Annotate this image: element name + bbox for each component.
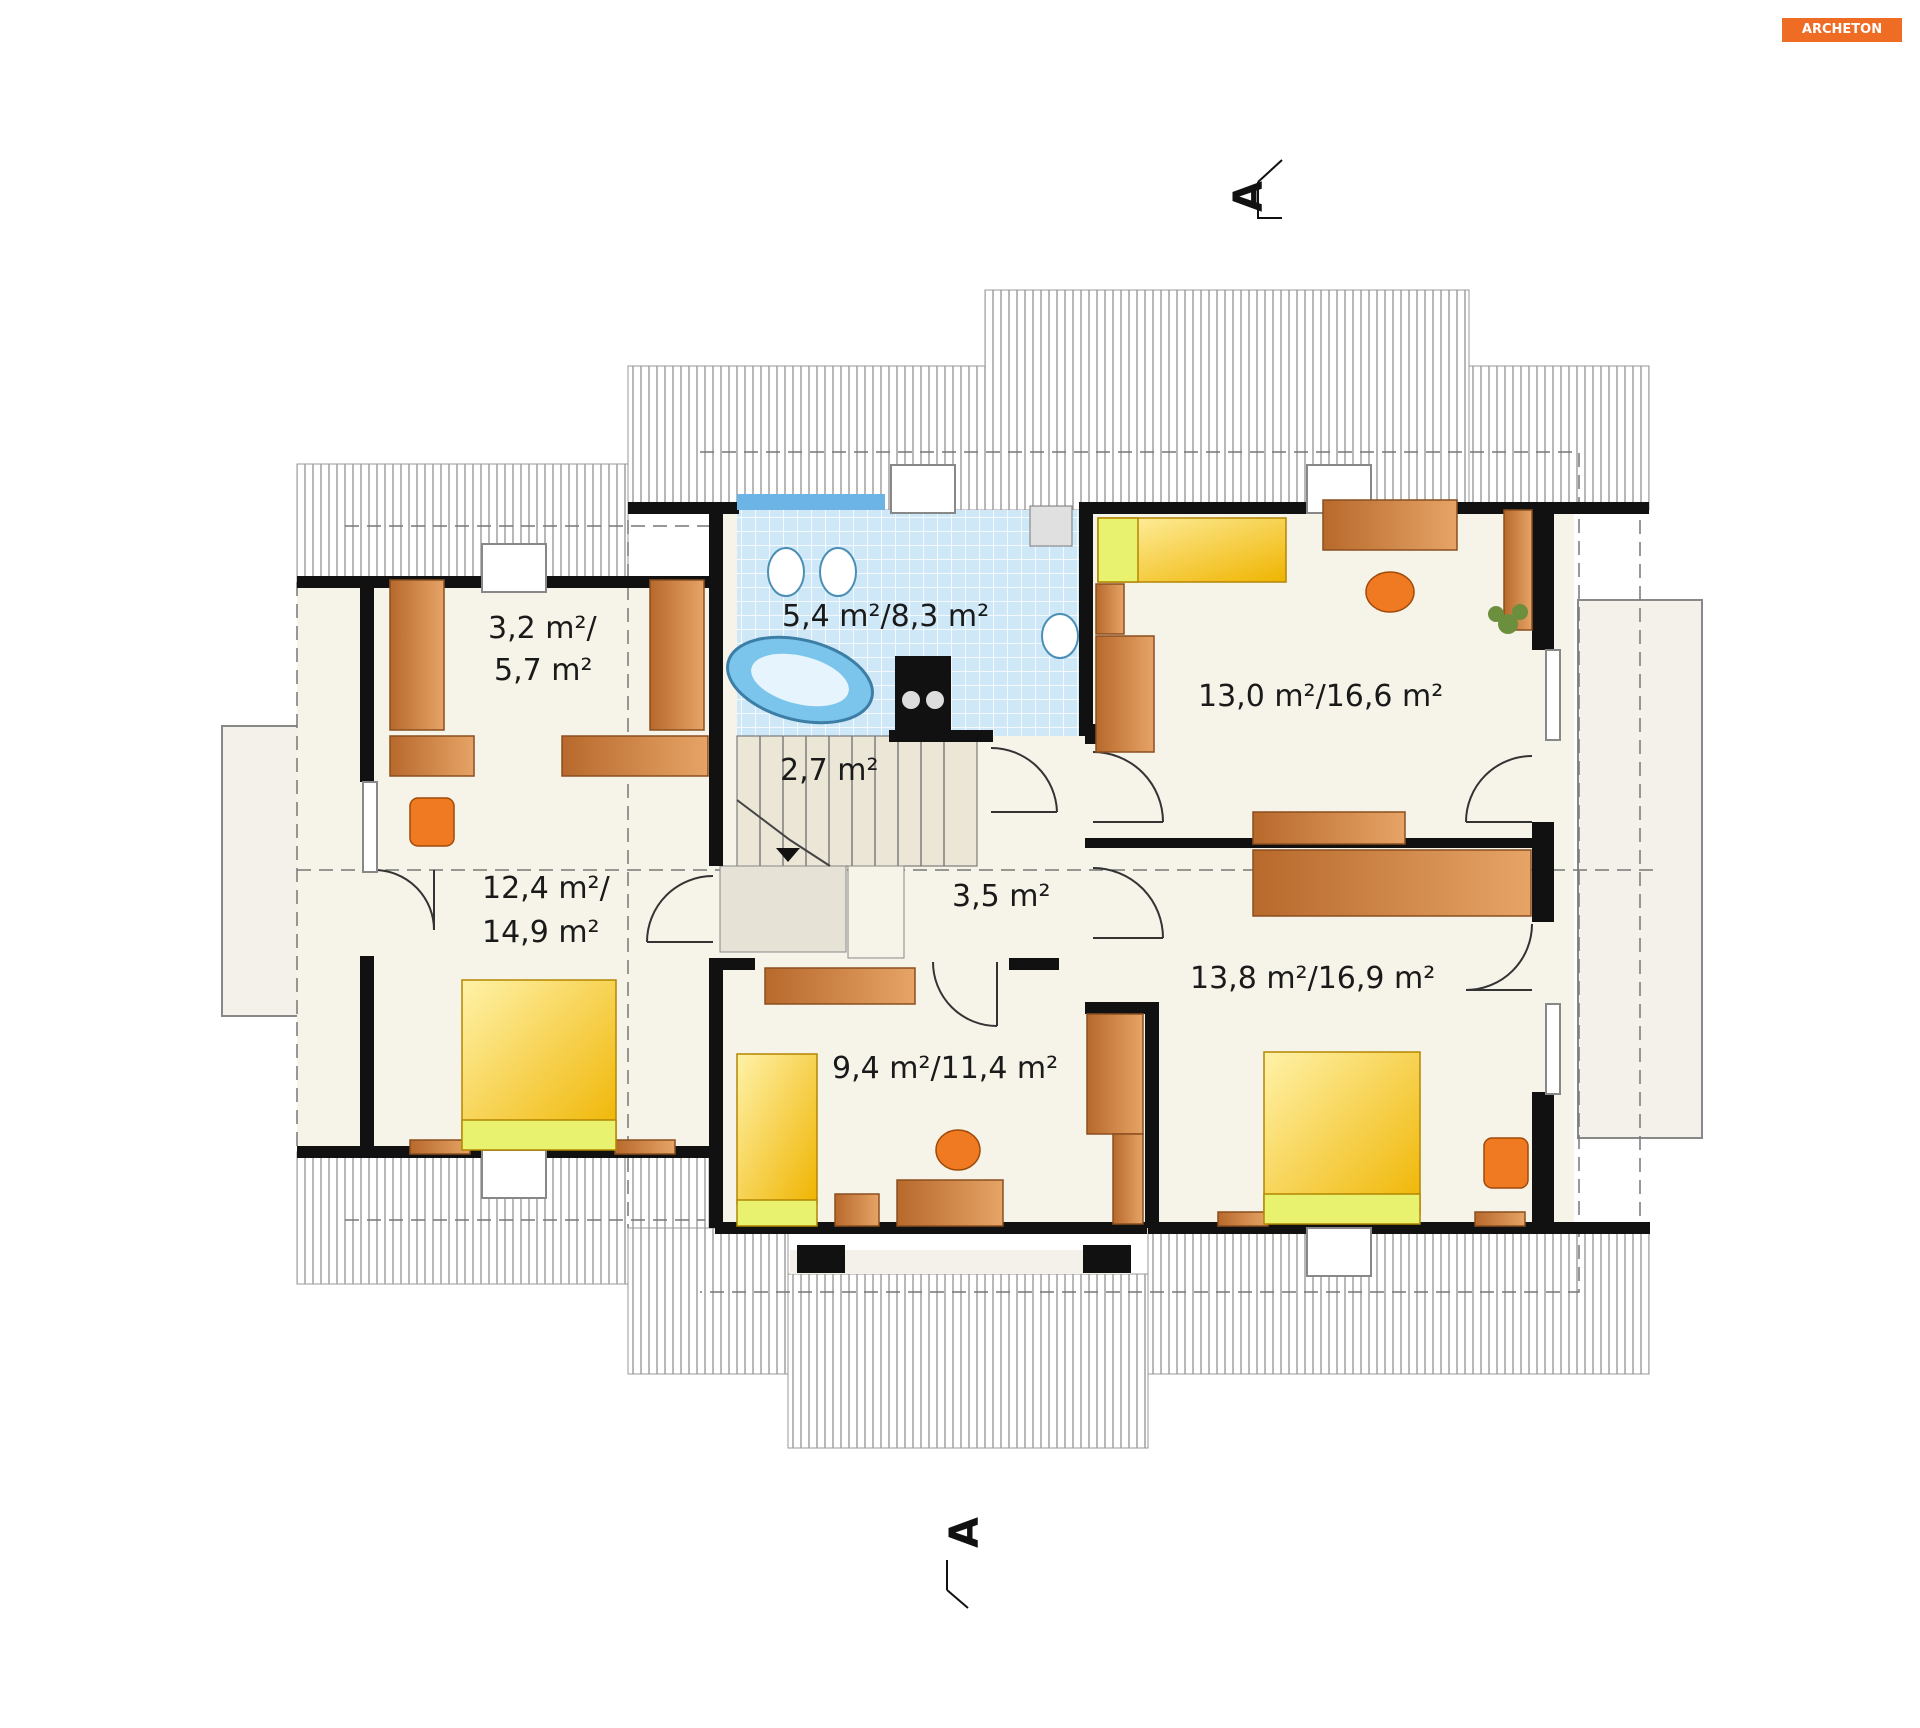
- chair-northeast: [1365, 571, 1415, 613]
- section-marker-bottom: A: [942, 1517, 988, 1609]
- label-bathroom: 5,4 m²/8,3 m²: [782, 599, 989, 634]
- label-bedroom-southeast: 13,8 m²/16,9 m²: [1190, 961, 1435, 996]
- windows: [362, 464, 1561, 1277]
- label-wardrobe-line1: 3,2 m²/: [488, 611, 597, 646]
- nightstand-se-right: [1474, 1211, 1526, 1227]
- shelf-west: [561, 735, 709, 777]
- label-hall: 3,5 m²: [952, 879, 1051, 914]
- nightstand-south: [834, 1193, 880, 1227]
- label-bedroom-northeast: 13,0 m²/16,6 m²: [1198, 679, 1443, 714]
- section-label-bottom: A: [942, 1517, 988, 1548]
- bidet-icon: [819, 547, 857, 597]
- wardrobe-ne: [1252, 811, 1406, 845]
- bed-west: [461, 979, 617, 1141]
- nightstand-se-left: [1217, 1211, 1269, 1227]
- cabinet-ne-left: [1095, 635, 1155, 753]
- label-bedroom-west-line1: 12,4 m²/: [482, 871, 611, 906]
- section-marker-top: A: [1226, 159, 1283, 219]
- label-wardrobe-line2: 5,7 m²: [494, 653, 593, 688]
- chair-southeast: [1483, 1137, 1529, 1189]
- staircase: [719, 735, 978, 959]
- wardrobe-se: [1252, 849, 1532, 917]
- bed-southeast: [1263, 1051, 1421, 1215]
- shower-icon: [1029, 505, 1073, 547]
- roof-southeast: [1147, 1227, 1650, 1375]
- doors[interactable]: [373, 747, 1533, 1027]
- bed-south: [736, 1053, 818, 1205]
- wardrobe-south: [1086, 1013, 1144, 1135]
- roof-north-center: [984, 289, 1470, 511]
- nightstand-west-right: [614, 1139, 676, 1155]
- roof: [296, 289, 1650, 1449]
- beds: [461, 517, 1421, 1227]
- plant-icon: [1488, 604, 1528, 634]
- shelf-south: [764, 967, 916, 1005]
- roof-north-right: [1468, 365, 1650, 511]
- room-labels: 3,2 m²/ 5,7 m² 5,4 m²/8,3 m² 2,7 m² 3,5 …: [482, 599, 1443, 1086]
- toilet-icon: [767, 547, 805, 597]
- roof-south-center: [787, 1273, 1149, 1449]
- chair-south: [935, 1129, 981, 1171]
- label-bedroom-south: 9,4 m²/11,4 m²: [832, 1051, 1058, 1086]
- section-label-top: A: [1226, 181, 1272, 212]
- brand-logo: ARCHETON: [1782, 18, 1902, 42]
- bathroom-fixtures: [726, 494, 1079, 736]
- sink-icon: [1041, 613, 1079, 659]
- chairs: [409, 571, 1529, 1189]
- walls: [297, 502, 1650, 1273]
- wardrobe-cabinet-right: [649, 579, 705, 731]
- wardrobe-cabinet-left: [389, 579, 445, 731]
- label-stair: 2,7 m²: [780, 753, 879, 788]
- desk-south: [896, 1179, 1004, 1227]
- roof-northwest: [296, 463, 629, 583]
- nightstand-west-left: [409, 1139, 471, 1155]
- chair-west: [409, 797, 455, 847]
- furniture: [389, 499, 1533, 1227]
- balcony-south-inner: [790, 1250, 1130, 1274]
- nightstand-ne: [1095, 583, 1125, 635]
- cabinet-south-2: [1112, 1133, 1144, 1225]
- desk-ne: [1322, 499, 1458, 551]
- stair-down-arrow: [776, 848, 800, 862]
- roof-south-left: [627, 1227, 789, 1375]
- desk-west: [389, 735, 475, 777]
- label-bedroom-west-line2: 14,9 m²: [482, 915, 600, 950]
